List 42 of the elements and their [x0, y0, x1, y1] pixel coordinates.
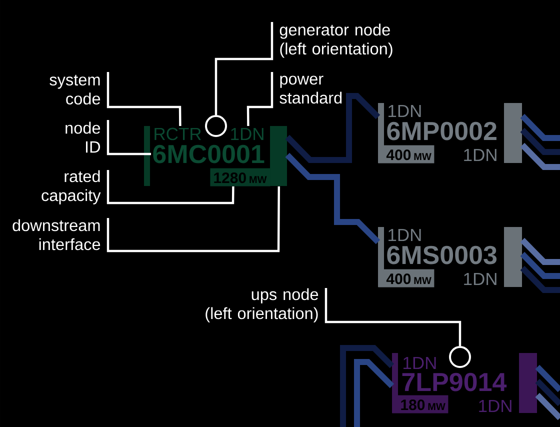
leader-line [106, 170, 234, 204]
node-label: 1280 [214, 172, 246, 184]
capacity-box: 1280 MW [210, 168, 270, 186]
connector-line [285, 152, 380, 244]
leader-line [246, 72, 274, 126]
node-id: 6MS0003 [387, 246, 497, 264]
power-standard: 1DN [231, 128, 264, 140]
annotation-label: system code [50, 74, 100, 105]
connector-line [340, 345, 394, 427]
annotation-label: downstream interface [12, 219, 100, 250]
connector-line [535, 378, 560, 406]
leader-line [106, 186, 280, 252]
connector-line [520, 238, 560, 265]
connector-line [535, 392, 560, 420]
leader-line [106, 120, 151, 156]
power-standard: 1DN [464, 272, 496, 285]
system-code: RCTR [154, 128, 201, 140]
leader-line [106, 72, 182, 126]
connector-line [520, 128, 560, 155]
power-standard: 1DN [464, 148, 496, 161]
node-id: 7LP9014 [402, 372, 507, 392]
power-standard: 1DN [388, 104, 421, 117]
connector-line [520, 142, 560, 170]
connector-line [520, 114, 560, 141]
annotation-label: rated capacity [42, 170, 101, 204]
power-standard: 1DN [479, 400, 512, 412]
connector-line [520, 252, 560, 279]
connector-line [285, 93, 380, 163]
power-standard: 1DN [404, 356, 436, 369]
node-id: 6MP0002 [387, 122, 496, 140]
node-id: 6MC0001 [153, 144, 264, 164]
connector-line [354, 359, 394, 427]
power-standard: 1DN [388, 228, 421, 241]
annotation-label: generator node (left orientation) [280, 24, 392, 58]
connector-line [535, 364, 560, 392]
annotation-label: node ID [66, 122, 100, 153]
annotation-label: power standard [280, 76, 342, 104]
node-label: MW [250, 176, 267, 183]
leader-line [324, 288, 462, 346]
annotation-label: ups node (left orientation) [206, 288, 318, 322]
connector-line [520, 266, 560, 293]
leader-line [214, 22, 274, 115]
